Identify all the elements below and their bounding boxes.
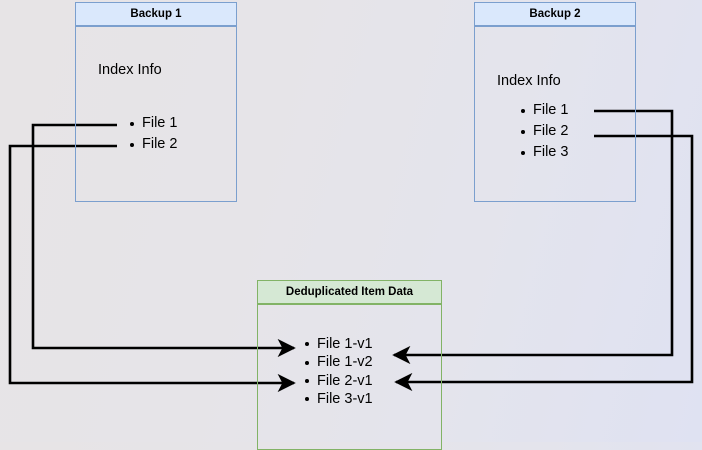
node-backup-1-title: Backup 1 [75,2,237,26]
list-item: File 1 [519,100,568,121]
edge-backup2-file1-to-dedup-file1v2 [392,109,674,365]
node-backup-2-title: Backup 2 [474,2,636,26]
node-backup-1[interactable]: Backup 1 Index Info File 1 File 2 [75,2,237,202]
node-backup-1-file-list: File 1 File 2 [128,113,177,155]
list-item: File 2 [128,134,177,155]
node-deduplicated-item-data-body: File 1-v1 File 1-v2 File 2-v1 File 3-v1 [257,304,442,450]
list-item: File 2 [519,121,568,142]
node-backup-1-body: Index Info File 1 File 2 [75,26,237,202]
node-backup-2[interactable]: Backup 2 Index Info File 1 File 2 File 3 [474,2,636,202]
edge-backup2-file2-to-dedup-file2v1 [394,134,694,392]
list-item: File 1 [128,113,177,134]
list-item: File 1-v2 [303,353,373,371]
node-backup-2-subtitle: Index Info [497,73,561,89]
edge-backup1-file2-to-dedup-file2v1 [8,144,296,393]
list-item: File 1-v1 [303,335,373,353]
list-item: File 3-v1 [303,390,373,408]
node-deduplicated-item-data-title: Deduplicated Item Data [257,280,442,304]
node-backup-2-file-list: File 1 File 2 File 3 [519,100,568,163]
node-deduplicated-item-data[interactable]: Deduplicated Item Data File 1-v1 File 1-… [257,280,442,450]
node-backup-2-body: Index Info File 1 File 2 File 3 [474,26,636,202]
list-item: File 3 [519,142,568,163]
node-backup-1-subtitle: Index Info [98,62,162,78]
node-deduplicated-item-data-file-list: File 1-v1 File 1-v2 File 2-v1 File 3-v1 [303,335,373,409]
list-item: File 2-v1 [303,372,373,390]
